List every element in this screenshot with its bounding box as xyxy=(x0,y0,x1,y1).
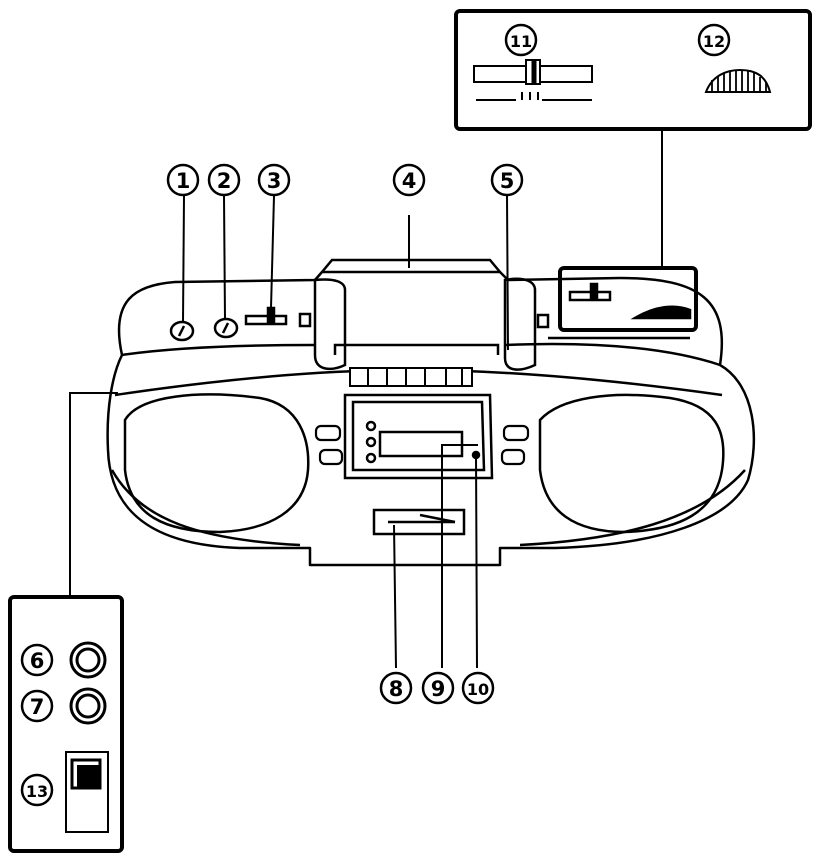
left-top-controls xyxy=(169,306,312,342)
callout-label-8: 8 xyxy=(389,677,404,701)
callout-label-5: 5 xyxy=(500,169,515,193)
speakers xyxy=(123,393,725,534)
side-buttons xyxy=(314,424,530,466)
callout-5: 5 xyxy=(490,163,524,197)
body-outline xyxy=(106,270,756,567)
right-top-controls xyxy=(536,266,698,340)
inset-box-top xyxy=(454,9,812,131)
boombox-body xyxy=(106,270,756,567)
right-speaker xyxy=(538,393,725,534)
callout-10: 10 xyxy=(461,671,495,705)
callout-label-10: 10 xyxy=(467,680,489,699)
callout-label-6: 6 xyxy=(30,649,45,673)
callout-7: 7 xyxy=(20,689,54,723)
callout-6: 6 xyxy=(20,643,54,677)
callout-label-9: 9 xyxy=(431,677,446,701)
callout-label-2: 2 xyxy=(217,169,232,193)
callout-2: 2 xyxy=(207,163,241,197)
left-speaker xyxy=(123,393,310,534)
jack-7 xyxy=(69,687,107,725)
switch-13 xyxy=(65,751,109,833)
callout-11: 11 xyxy=(504,23,538,57)
callout-label-4: 4 xyxy=(402,169,417,193)
callout-1: 1 xyxy=(166,163,200,197)
inset-box-left xyxy=(8,595,124,853)
cassette-slot xyxy=(372,508,466,536)
right-handle-post xyxy=(503,277,537,371)
top-deck-line xyxy=(121,342,721,367)
jack-6 xyxy=(69,641,107,679)
callout-label-13: 13 xyxy=(26,782,48,801)
callout-9: 9 xyxy=(421,671,455,705)
cd-lid xyxy=(321,258,501,355)
leader-lines xyxy=(69,130,663,669)
callout-label-12: 12 xyxy=(703,32,725,51)
callout-13: 13 xyxy=(20,773,54,807)
center-panel xyxy=(343,393,494,480)
callout-4: 4 xyxy=(392,163,426,197)
callout-12: 12 xyxy=(697,23,731,57)
callout-label-3: 3 xyxy=(267,169,282,193)
cassette-buttons xyxy=(349,367,473,387)
base-line xyxy=(110,469,746,547)
highlight-box-right xyxy=(558,266,698,332)
left-handle-post xyxy=(313,278,347,371)
callout-label-7: 7 xyxy=(30,695,45,719)
callout-label-11: 11 xyxy=(510,32,532,51)
slider-3 xyxy=(244,314,288,326)
callout-8: 8 xyxy=(379,671,413,705)
callout-3: 3 xyxy=(257,163,291,197)
callout-label-1: 1 xyxy=(176,169,191,193)
